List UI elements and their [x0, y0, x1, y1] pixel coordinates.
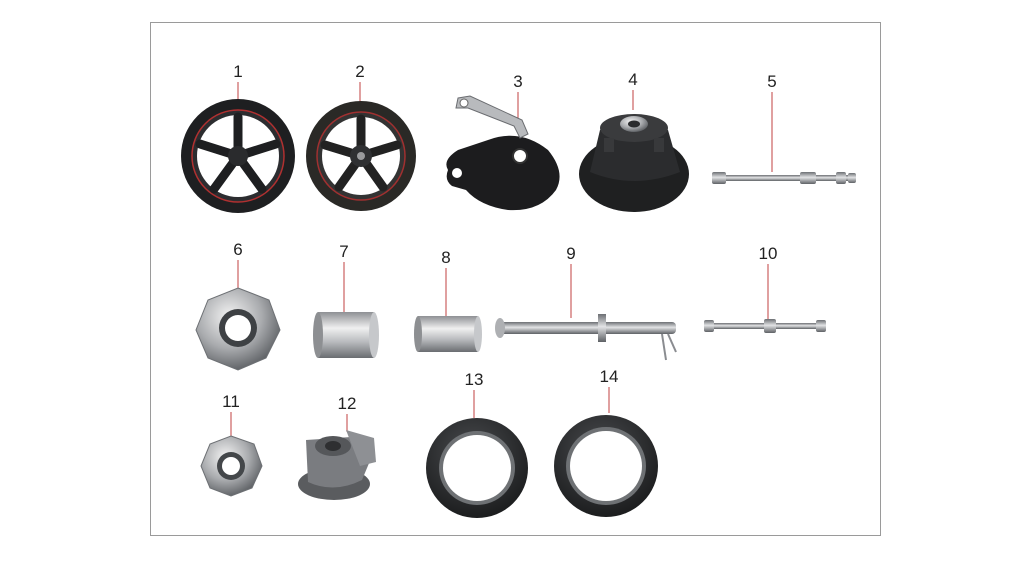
part-7-spacer-icon	[313, 312, 379, 358]
part-6-nut-icon	[195, 287, 281, 371]
part-label-3: 3	[513, 72, 523, 91]
part-13-oil-seal-icon	[426, 418, 528, 518]
part-label-14: 14	[599, 367, 619, 386]
part-label-1: 1	[233, 62, 243, 81]
part-label-4: 4	[628, 70, 638, 89]
part-14-oil-seal-icon	[554, 415, 658, 517]
part-8-spacer-icon	[414, 316, 482, 352]
part-label-7: 7	[339, 242, 349, 261]
part-label-10: 10	[758, 244, 778, 263]
part-label-2: 2	[355, 62, 365, 81]
part-label-11: 11	[222, 392, 240, 411]
part-3-brake-plate-icon	[446, 95, 560, 211]
part-label-13: 13	[464, 370, 484, 389]
part-label-9: 9	[566, 244, 576, 263]
part-label-12: 12	[337, 394, 357, 413]
part-label-8: 8	[441, 248, 451, 267]
part-4-hub-icon	[579, 114, 689, 212]
part-1-wheel-icon	[181, 99, 295, 213]
part-12-gear-housing-icon	[298, 430, 376, 500]
part-9-axle-icon	[495, 314, 677, 361]
part-11-nut-icon	[200, 435, 263, 497]
part-2-wheel-icon	[306, 101, 416, 211]
part-5-axle-icon	[712, 172, 856, 184]
part-label-6: 6	[233, 240, 243, 259]
part-10-axle-icon	[704, 319, 826, 333]
part-label-5: 5	[767, 72, 777, 91]
